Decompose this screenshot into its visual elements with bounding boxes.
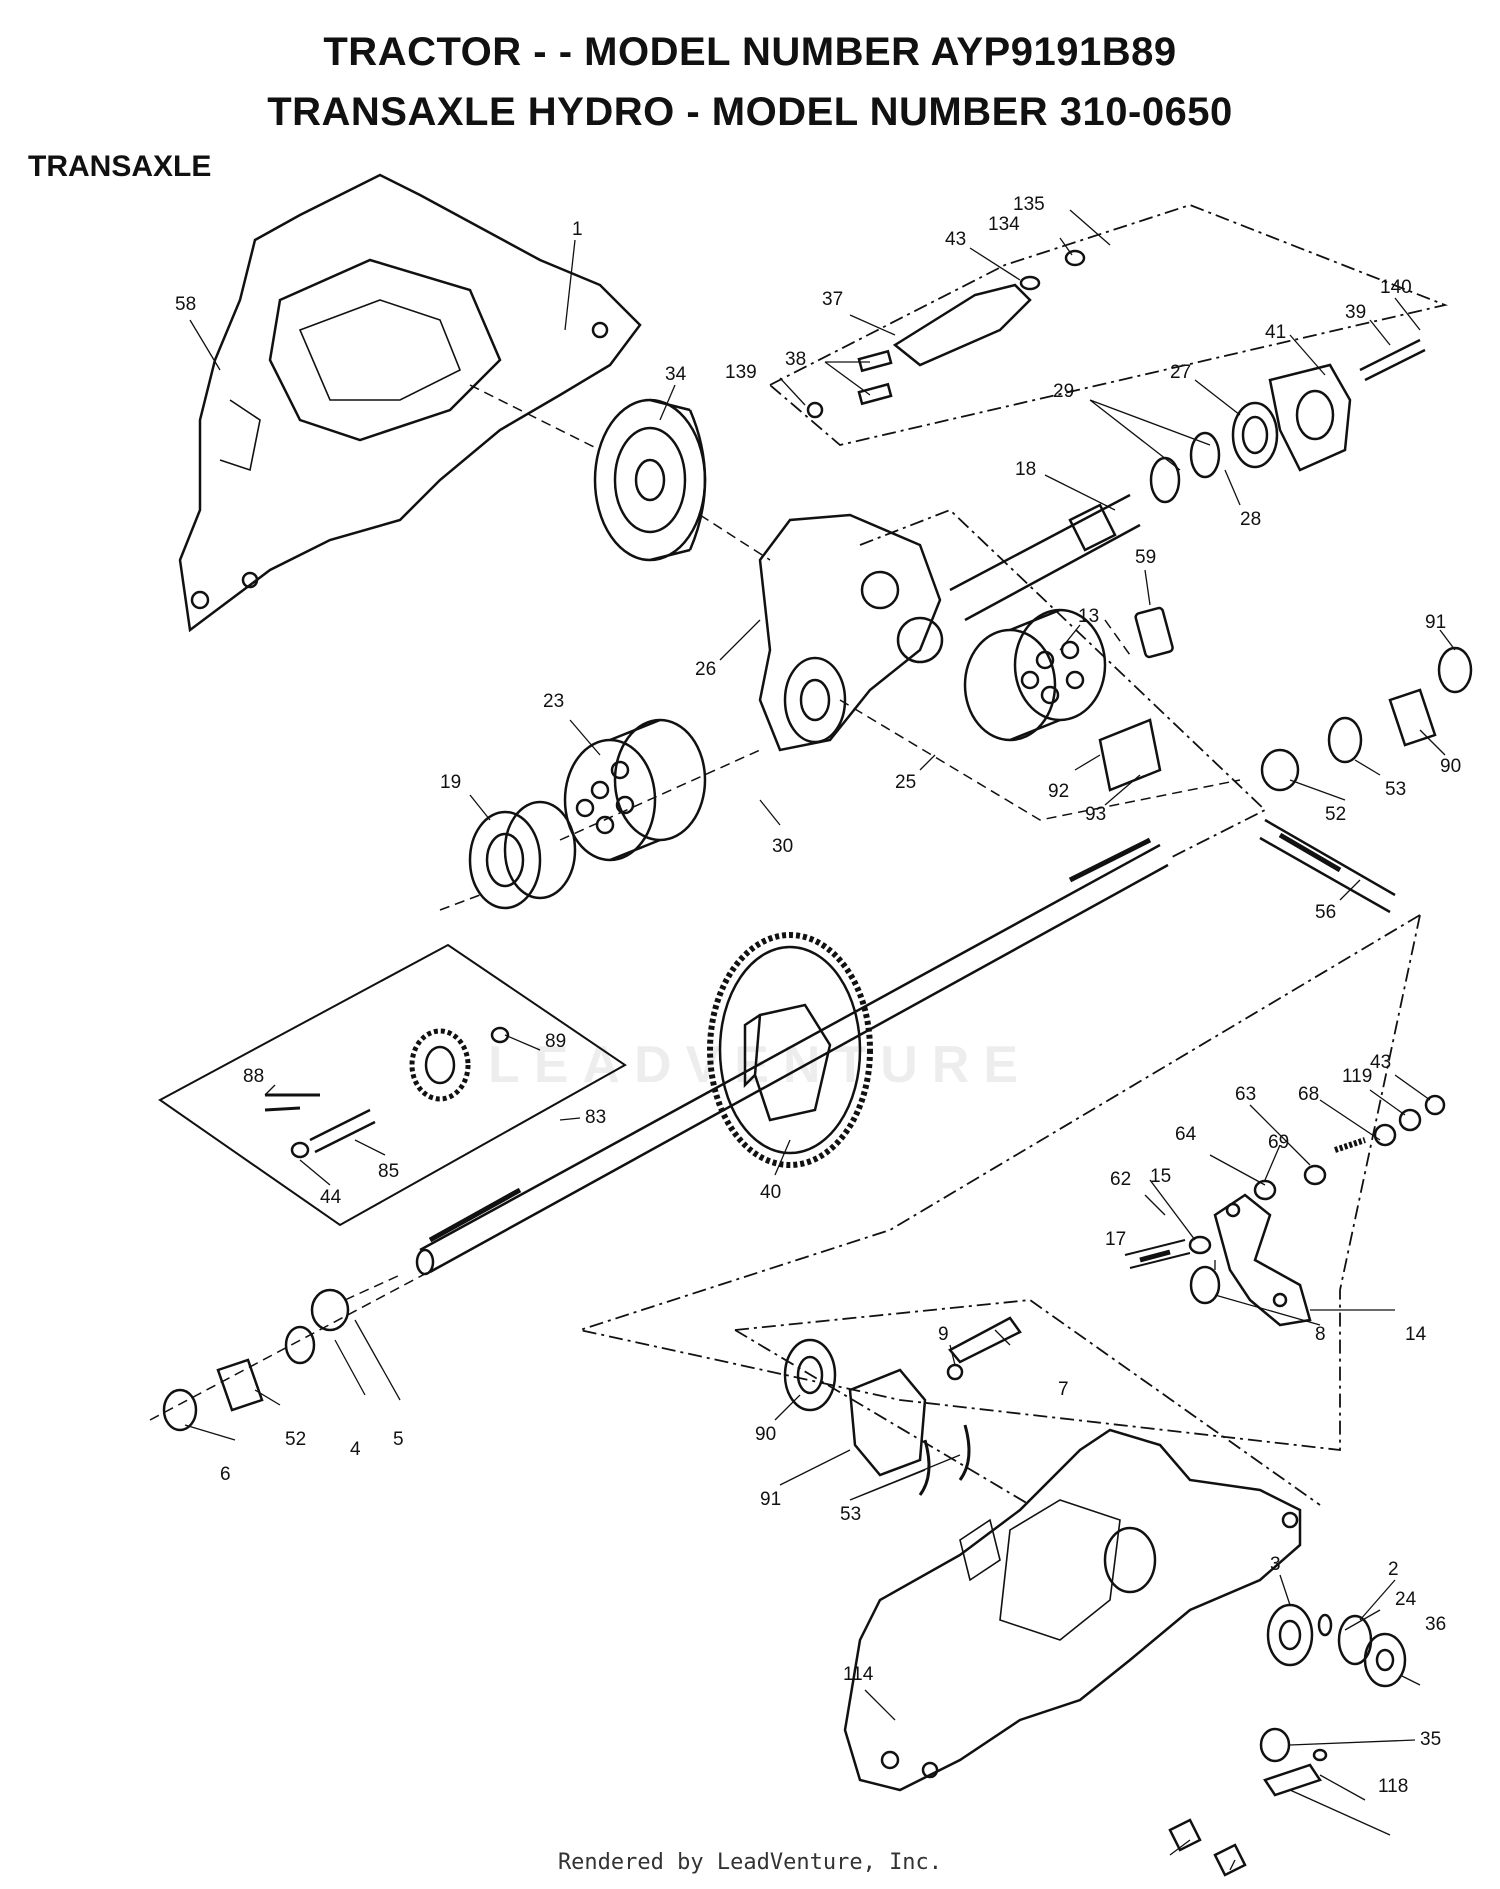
callout-2: 114	[843, 1664, 874, 1685]
callout-18: 18	[1015, 459, 1036, 480]
callout-88: 88	[243, 1066, 264, 1087]
callout-25: 25	[895, 772, 916, 793]
callout-135: 135	[1013, 194, 1045, 215]
callout-19: 19	[440, 772, 461, 793]
title-line-2: TRANSAXLE HYDRO - MODEL NUMBER 310-0650	[267, 90, 1233, 134]
callout-89-lower: 44	[320, 1187, 342, 1208]
callout-93: 93	[1085, 804, 1106, 825]
callout-36: 118	[1378, 1776, 1408, 1797]
callout-14: 7	[1058, 1379, 1069, 1400]
callout-64: 15	[1150, 1166, 1171, 1187]
callout-62: 14	[1405, 1324, 1427, 1345]
pulley-part	[593, 398, 707, 562]
callout-34: 34	[665, 364, 687, 385]
assembly-outlines	[576, 204, 1449, 1506]
ring-gear-part	[707, 932, 873, 1168]
long-axle-part	[415, 837, 1169, 1276]
callout-83: 83	[585, 1107, 606, 1128]
callout-52-right: 52	[1325, 804, 1346, 825]
callout-7: 53	[840, 1504, 861, 1525]
callout-56: 56	[1315, 902, 1336, 923]
center-section-part	[758, 513, 944, 752]
callout-30: 30	[772, 836, 793, 857]
callout-43-mid: 69	[1268, 1132, 1289, 1153]
callout-119: 68	[1298, 1084, 1319, 1105]
title-line-1: TRACTOR - - MODEL NUMBER AYP9191B89	[323, 30, 1177, 74]
callout-27: 27	[1170, 362, 1191, 383]
pump-cylinder-part	[963, 606, 1174, 792]
callout-26: 26	[695, 659, 716, 680]
render-credit: Rendered by LeadVenture, Inc.	[557, 1850, 943, 1875]
callout-28: 28	[1240, 509, 1261, 530]
callout-134: 134	[988, 214, 1020, 235]
callout-1: 1	[572, 219, 583, 240]
axle-bushing-right-part	[1260, 646, 1473, 792]
callout-90-right: 90	[1440, 756, 1461, 777]
callout-44: 40	[760, 1182, 781, 1203]
watermark: LEADVENTURE	[487, 1036, 1033, 1094]
callout-92: 92	[1048, 781, 1069, 802]
callout-13: 13	[1078, 606, 1099, 627]
callout-39: 39	[1345, 302, 1366, 323]
callout-59: 59	[1135, 547, 1156, 568]
bracket-part	[806, 249, 1086, 419]
callout-29: 29	[1053, 381, 1074, 402]
output-seal-parts	[1168, 1603, 1407, 1877]
callout-91-left: 6	[220, 1464, 231, 1485]
callout-24: 35	[1420, 1729, 1441, 1750]
callout-15: 8	[1315, 1324, 1326, 1345]
differential-pinion-kit-inset	[158, 943, 627, 1227]
upper-housing-part	[178, 173, 642, 633]
callout-38: 38	[785, 349, 806, 370]
section-label: TRANSAXLE	[28, 150, 212, 183]
callout-68: 63	[1235, 1084, 1256, 1105]
callout-69: 17	[1105, 1229, 1126, 1250]
callout-53-left: 4	[350, 1439, 361, 1460]
callout-9: 91	[760, 1489, 781, 1510]
callout-139: 139	[725, 362, 757, 383]
motor-cylinder-part	[468, 718, 707, 910]
callout-91-right: 91	[1425, 612, 1446, 633]
callout-37: 37	[822, 289, 843, 310]
counter-shaft-part	[1259, 818, 1396, 914]
input-shaft-part	[949, 493, 1141, 622]
callout-89-upper: 89	[545, 1031, 566, 1052]
brake-assembly-part	[783, 1316, 1022, 1496]
callout-43-top: 43	[945, 229, 966, 250]
callout-23: 23	[543, 691, 564, 712]
callout-43-mid-upper: 119	[1342, 1066, 1372, 1087]
callout-3: 36	[1425, 1614, 1446, 1635]
callout-63-upper: 64	[1175, 1124, 1197, 1145]
callout-140: 140	[1380, 277, 1412, 298]
lower-housing-part	[843, 1428, 1302, 1792]
callout-40: 43	[1370, 1052, 1391, 1073]
callout-63-lower: 62	[1110, 1169, 1131, 1190]
callout-85: 85	[378, 1161, 399, 1182]
callout-labels: 1 58 34 135 134 43 37 38 139 140 39 41 2…	[175, 194, 1461, 1797]
seal-rings-part	[1149, 338, 1426, 504]
callout-58: 58	[175, 294, 196, 315]
callout-41: 41	[1265, 322, 1286, 343]
callout-pointers	[184, 209, 1456, 1871]
axle-bushing-left-part	[162, 1288, 350, 1432]
callout-5: 24	[1395, 1589, 1417, 1610]
callout-17: 9	[938, 1324, 949, 1345]
callout-6: 3	[1270, 1554, 1281, 1575]
callout-90-left: 52	[285, 1429, 306, 1450]
control-arm-part	[1124, 1094, 1446, 1327]
callout-53-right: 53	[1385, 779, 1406, 800]
callout-4: 2	[1388, 1559, 1399, 1580]
leader-lines	[149, 384, 1241, 1421]
callout-52-left: 5	[393, 1429, 404, 1450]
callout-8: 90	[755, 1424, 776, 1445]
